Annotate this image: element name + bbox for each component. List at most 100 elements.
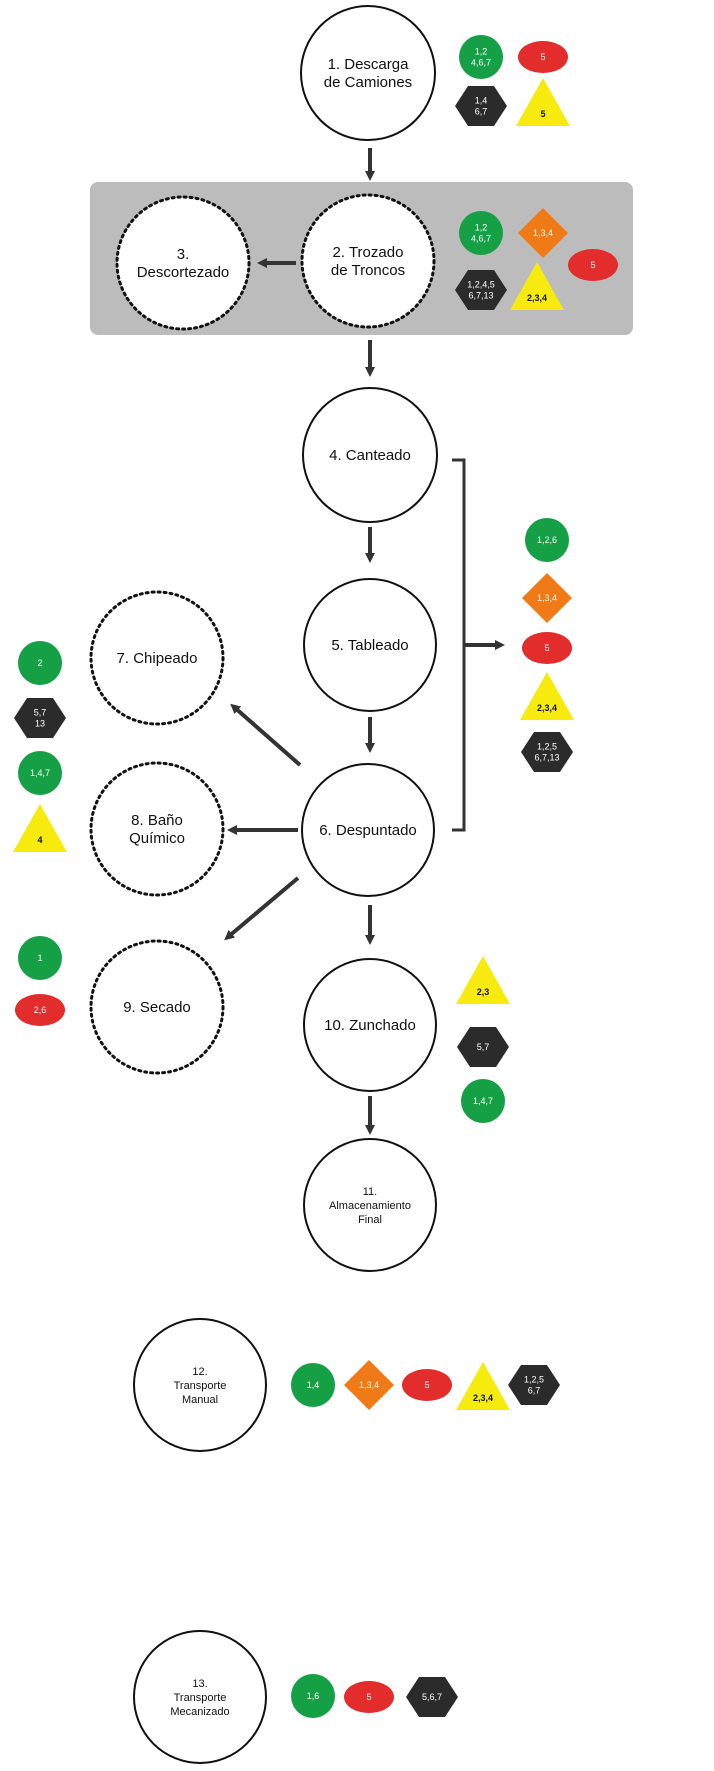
hexagon-shape (455, 270, 507, 310)
node-label: 6. Despuntado (319, 822, 417, 839)
node-label-line: de Camiones (324, 74, 412, 91)
node-label-line: Descortezado (137, 264, 230, 281)
node-label-line: 3. (177, 246, 190, 263)
badge-label: 5 (544, 643, 549, 653)
badge-label-line: 2,3,4 (473, 1393, 493, 1403)
badge-circle-green: 1,4 (291, 1363, 335, 1407)
badge-label-line: 2,3 (477, 987, 490, 997)
badge-diamond-orange: 1,3,4 (344, 1360, 394, 1410)
node-label-line: Químico (129, 830, 185, 847)
node-label-line: 11. (363, 1186, 377, 1198)
badge-label: 1,2,6 (537, 535, 557, 545)
badge-hexagon-black: 5,7 (457, 1027, 509, 1067)
badge-label-line: 6,7,13 (468, 291, 493, 301)
circle-shape (459, 211, 503, 255)
hexagon-shape (14, 698, 66, 738)
node-5-tableado: 5. Tableado (303, 578, 437, 712)
badge-label-line: 1,4,7 (473, 1096, 493, 1106)
badge-label: 1,3,4 (533, 228, 553, 238)
badge-label-line: 6,7 (528, 1386, 541, 1396)
node-label-line: Almacenamiento (329, 1200, 411, 1212)
badge-triangle-yellow: 4 (13, 804, 67, 852)
badge-label: 2,3,4 (527, 293, 547, 303)
circle-shape (525, 518, 569, 562)
badge-circle-green: 1,4,7 (461, 1079, 505, 1123)
node-label-line: 8. Baño (131, 812, 183, 829)
badge-triangle-yellow: 5 (516, 78, 570, 126)
ellipse-shape (518, 41, 568, 73)
badge-label-line: 1,2,5 (524, 1375, 544, 1385)
badge-label-line: 1,3,4 (359, 1380, 379, 1390)
diamond-shape (522, 573, 572, 623)
triangle-shape (456, 1362, 510, 1410)
badge-label-line: 1,6 (307, 1691, 320, 1701)
badge-label: 5,7 (477, 1042, 490, 1052)
hexagon-shape (455, 86, 507, 126)
badge-label: 2,3 (477, 987, 490, 997)
circle-shape (18, 641, 62, 685)
circle-shape (18, 751, 62, 795)
badge-label-line: 5 (540, 52, 545, 62)
node-7-chipeado: 7. Chipeado (89, 590, 225, 726)
badge-triangle-yellow: 2,3 (456, 956, 510, 1004)
node-label-line: 6. Despuntado (319, 822, 417, 839)
badge-label-line: 5,6,7 (422, 1692, 442, 1702)
node-10-zunchado: 10. Zunchado (303, 958, 437, 1092)
circle-shape (461, 1079, 505, 1123)
ellipse-shape (402, 1369, 452, 1401)
badge-circle-green: 1,4,7 (18, 751, 62, 795)
diamond-shape (344, 1360, 394, 1410)
node-label-line: Final (358, 1214, 382, 1226)
badge-ellipse-red: 5 (568, 249, 618, 281)
badge-label-line: 5 (544, 643, 549, 653)
node-label: 5. Tableado (331, 637, 408, 654)
badge-label: 5,6,7 (422, 1692, 442, 1702)
node-label-line: 2. Trozado (333, 244, 404, 261)
badge-label-line: 1,4 (475, 96, 488, 106)
node-label-line: 4. Canteado (329, 447, 411, 464)
badge-label: 2,3,4 (537, 703, 557, 713)
badge-label-line: 13 (35, 719, 45, 729)
diamond-shape (518, 208, 568, 258)
node-label-line: 13. (192, 1678, 207, 1690)
badge-label-line: 2,3,4 (537, 703, 557, 713)
badge-diamond-orange: 1,3,4 (518, 208, 568, 258)
node-label: 7. Chipeado (117, 650, 198, 667)
badge-label: 1,6 (307, 1691, 320, 1701)
circle-shape (291, 1674, 335, 1718)
badge-label: 5 (366, 1692, 371, 1702)
badge-circle-green: 1,6 (291, 1674, 335, 1718)
node-label-line: Transporte (174, 1380, 227, 1392)
hexagon-shape (457, 1027, 509, 1067)
node-label-line: 12. (192, 1366, 207, 1378)
badge-ellipse-red: 2,6 (15, 994, 65, 1026)
badge-label-line: 5 (540, 109, 545, 119)
node-3-descortezado: 3.Descortezado (115, 195, 251, 331)
badge-circle-green: 1,2,6 (525, 518, 569, 562)
badge-ellipse-red: 5 (402, 1369, 452, 1401)
node-label: 10. Zunchado (324, 1017, 416, 1034)
badge-label-line: 2,6 (34, 1005, 47, 1015)
badge-hexagon-black: 5,6,7 (406, 1677, 458, 1717)
badge-label: 2 (37, 658, 42, 668)
badges-node-9: 12,6 (15, 936, 65, 1026)
badge-label-line: 4,6,7 (471, 234, 491, 244)
